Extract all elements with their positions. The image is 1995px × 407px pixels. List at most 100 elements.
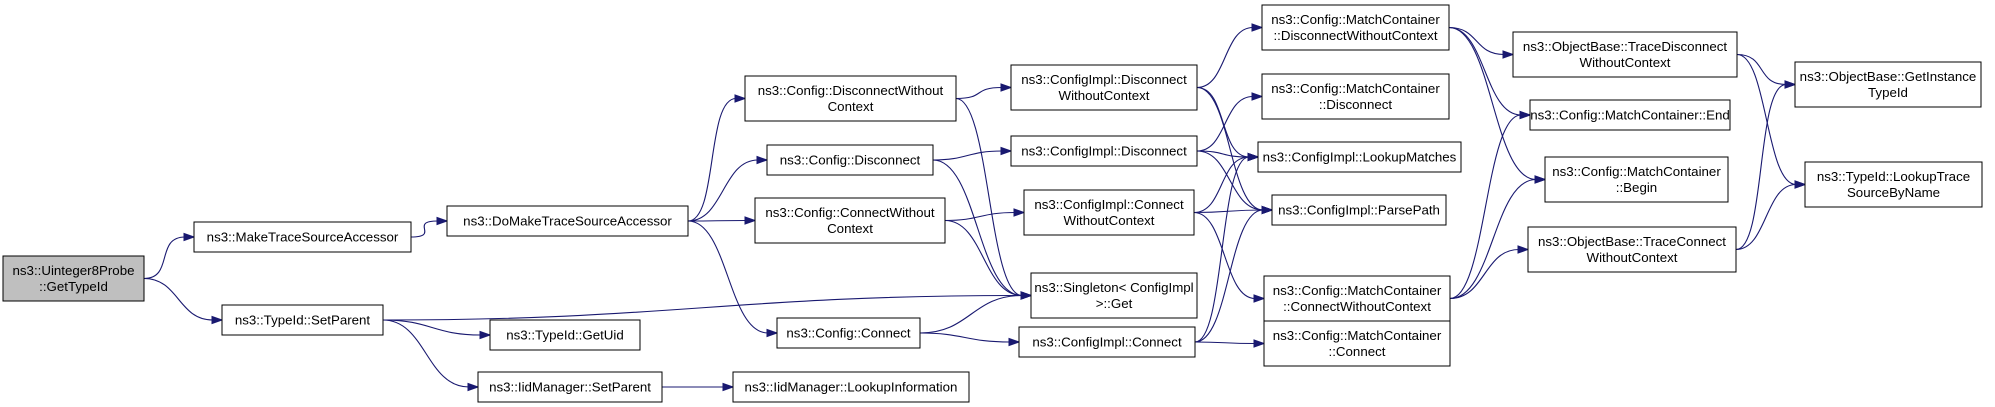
node-box (1544, 156, 1729, 203)
arrowhead-configimpl-disconnect-to-match-container-disconnect (1251, 92, 1264, 101)
edge-typeid-set-parent-to-iid-manager-set-parent (382, 319, 470, 388)
edge-configimpl-connect-to-match-container-connect (1194, 341, 1256, 345)
node-typeid-set-parent[interactable]: ns3::TypeId::SetParent (221, 304, 384, 336)
edge-configimpl-disconnect-to-configimpl-parse-path (1196, 150, 1264, 211)
node-label-line: ::Disconnect (1319, 97, 1392, 112)
node-box (754, 197, 946, 244)
arrowhead-object-base-trace-connect-without-context-to-typeid-lookup-trace-source-by-name (1794, 180, 1807, 189)
node-match-container-end[interactable]: ns3::Config::MatchContainer::End (1529, 99, 1731, 131)
edge-object-base-trace-connect-without-context-to-typeid-lookup-trace-source-by-name (1735, 183, 1797, 251)
edge-config-connect-without-context-to-configimpl-connect-without-context (944, 211, 1016, 222)
node-configimpl-lookup-matches[interactable]: ns3::ConfigImpl::LookupMatches (1257, 141, 1462, 173)
arrowhead-root-to-typeid-set-parent (211, 315, 224, 325)
node-config-disconnect[interactable]: ns3::Config::Disconnect (766, 144, 934, 176)
edge-configimpl-connect-without-context-to-match-container-connect-without-context (1193, 211, 1256, 300)
node-label-line: ::DisconnectWithoutContext (1273, 28, 1437, 43)
node-box (732, 371, 970, 403)
edge-configimpl-disconnect-to-configimpl-lookup-matches (1196, 150, 1250, 158)
node-label-line: ::ConnectWithoutContext (1283, 299, 1431, 314)
node-label-line: ns3::ConfigImpl::ParsePath (1278, 203, 1440, 218)
node-label-line: ::GetTypeId (39, 279, 108, 294)
edge-configimpl-disconnect-to-match-container-disconnect (1196, 95, 1254, 152)
node-box (446, 205, 689, 237)
arrowhead-object-base-trace-connect-without-context-to-object-base-get-instance-typeid (1784, 80, 1797, 89)
node-box (1529, 99, 1731, 131)
arrowhead-configimpl-connect-to-configimpl-lookup-matches (1247, 152, 1260, 162)
node-label-line: ns3::Config::MatchContainer::End (1530, 108, 1730, 123)
node-config-connect[interactable]: ns3::Config::Connect (776, 317, 921, 349)
node-label-line: ns3::Config::DisconnectWithout (758, 83, 944, 98)
arrowhead-config-connect-without-context-to-configimpl-connect-without-context (1013, 208, 1026, 217)
node-singleton-configimpl-get[interactable]: ns3::Singleton< ConfigImpl>::Get (1030, 272, 1198, 319)
node-match-container-connect[interactable]: ns3::Config::MatchContainer::Connect (1263, 320, 1451, 367)
node-iid-manager-lookup-information[interactable]: ns3::IidManager::LookupInformation (732, 371, 970, 403)
node-box (1271, 194, 1447, 226)
edge-typeid-set-parent-to-singleton-configimpl-get (382, 294, 1023, 321)
node-config-connect-without-context[interactable]: ns3::Config::ConnectWithoutContext (754, 197, 946, 244)
node-iid-manager-set-parent[interactable]: ns3::IidManager::SetParent (477, 371, 663, 403)
node-box (1804, 161, 1983, 208)
node-box (1010, 135, 1198, 167)
node-match-container-disconnect-without-context[interactable]: ns3::Config::MatchContainer::DisconnectW… (1261, 4, 1450, 51)
node-box (1263, 275, 1451, 322)
node-label-line: ns3::ConfigImpl::Disconnect (1021, 72, 1187, 87)
edges-layer (143, 23, 1807, 392)
edge-config-disconnect-to-configimpl-disconnect (932, 150, 1003, 161)
edge-configimpl-connect-without-context-to-configimpl-lookup-matches (1193, 156, 1250, 214)
node-box (1261, 4, 1450, 51)
edge-do-make-trace-source-accessor-to-config-connect-without-context (687, 219, 747, 222)
node-match-container-connect-without-context[interactable]: ns3::Config::MatchContainer::ConnectWith… (1263, 275, 1451, 322)
arrowhead-do-make-trace-source-accessor-to-config-connect (766, 328, 779, 338)
node-label-line: ns3::ConfigImpl::Disconnect (1021, 144, 1187, 159)
node-label-line: TypeId (1868, 85, 1908, 100)
node-root[interactable]: ns3::Uinteger8Probe::GetTypeId (2, 255, 145, 302)
node-make-trace-source-accessor[interactable]: ns3::MakeTraceSourceAccessor (193, 221, 412, 253)
edge-root-to-make-trace-source-accessor (143, 236, 186, 280)
arrowhead-match-container-connect-without-context-to-match-container-begin (1534, 175, 1547, 184)
arrowhead-configimpl-disconnect-without-context-to-match-container-disconnect-without-context (1251, 23, 1264, 32)
node-configimpl-connect-without-context[interactable]: ns3::ConfigImpl::ConnectWithoutContext (1023, 189, 1195, 236)
node-label-line: >::Get (1096, 296, 1133, 311)
arrowhead-config-connect-to-configimpl-connect (1008, 337, 1021, 347)
node-config-disconnect-without-context[interactable]: ns3::Config::DisconnectWithoutContext (744, 75, 957, 122)
node-match-container-begin[interactable]: ns3::Config::MatchContainer::Begin (1544, 156, 1729, 203)
edge-match-container-disconnect-without-context-to-object-base-trace-disconnect-without-context (1448, 26, 1505, 56)
node-box (489, 319, 641, 351)
edge-typeid-set-parent-to-typeid-get-uid (382, 319, 482, 336)
edge-do-make-trace-source-accessor-to-config-disconnect-without-context (687, 97, 737, 222)
node-label-line: ::Connect (1329, 344, 1386, 359)
node-match-container-disconnect[interactable]: ns3::Config::MatchContainer::Disconnect (1261, 73, 1450, 120)
arrowhead-match-container-connect-without-context-to-match-container-end (1519, 110, 1532, 120)
edge-do-make-trace-source-accessor-to-config-disconnect (687, 159, 759, 222)
node-label-line: ns3::ObjectBase::TraceDisconnect (1523, 39, 1728, 54)
node-object-base-trace-connect-without-context[interactable]: ns3::ObjectBase::TraceConnectWithoutCont… (1527, 226, 1737, 273)
node-configimpl-disconnect[interactable]: ns3::ConfigImpl::Disconnect (1010, 135, 1198, 167)
node-configimpl-parse-path[interactable]: ns3::ConfigImpl::ParsePath (1271, 194, 1447, 226)
arrowhead-do-make-trace-source-accessor-to-config-disconnect-without-context (734, 94, 747, 103)
node-object-base-trace-disconnect-without-context[interactable]: ns3::ObjectBase::TraceDisconnectWithoutC… (1512, 31, 1738, 78)
edge-do-make-trace-source-accessor-to-config-connect (687, 220, 769, 334)
arrowhead-match-container-disconnect-without-context-to-object-base-trace-disconnect-without-context (1502, 50, 1515, 59)
node-label-line: WithoutContext (1580, 55, 1671, 70)
node-box (1527, 226, 1737, 273)
node-label-line: ns3::ObjectBase::GetInstance (1800, 69, 1977, 84)
node-configimpl-connect[interactable]: ns3::ConfigImpl::Connect (1018, 326, 1196, 358)
node-configimpl-disconnect-without-context[interactable]: ns3::ConfigImpl::DisconnectWithoutContex… (1010, 64, 1198, 111)
node-label-line: ns3::Config::MatchContainer (1552, 164, 1721, 179)
node-box (1023, 189, 1195, 236)
arrowhead-config-disconnect-to-configimpl-disconnect (1000, 146, 1013, 156)
edge-configimpl-connect-to-configimpl-parse-path (1194, 209, 1264, 343)
arrowhead-match-container-connect-without-context-to-object-base-trace-connect-without-context (1517, 245, 1530, 254)
edge-config-disconnect-without-context-to-configimpl-disconnect-without-context (955, 86, 1003, 100)
arrowhead-typeid-set-parent-to-typeid-get-uid (479, 330, 492, 340)
node-label-line: ns3::Config::Connect (786, 326, 910, 341)
node-label-line: ns3::Config::MatchContainer (1273, 328, 1442, 343)
node-do-make-trace-source-accessor[interactable]: ns3::DoMakeTraceSourceAccessor (446, 205, 689, 237)
edge-config-connect-to-configimpl-connect (919, 332, 1011, 343)
arrowhead-config-disconnect-without-context-to-configimpl-disconnect-without-context (1000, 83, 1013, 92)
edge-match-container-connect-without-context-to-object-base-trace-connect-without-context (1449, 248, 1520, 300)
node-typeid-get-uid[interactable]: ns3::TypeId::GetUid (489, 319, 641, 351)
